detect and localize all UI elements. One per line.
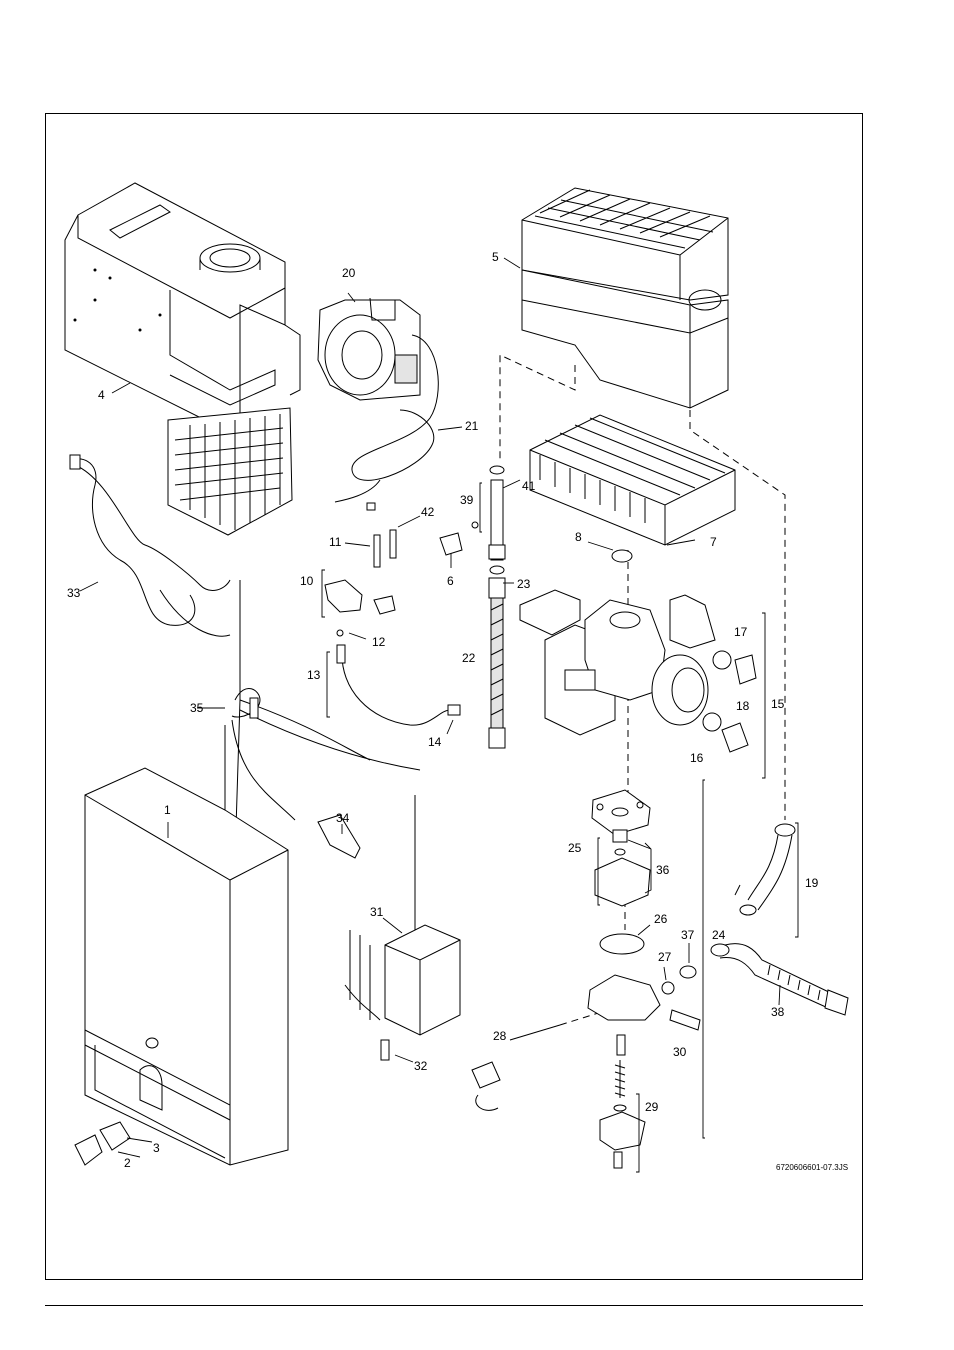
electrode-parts [325, 530, 460, 725]
callout-2: 2 [124, 1156, 131, 1170]
callout-12: 12 [372, 635, 386, 649]
grille-part [168, 408, 292, 535]
callout-10: 10 [300, 574, 314, 588]
casing-part [85, 768, 288, 1165]
callout-23: 23 [517, 577, 531, 591]
callout-38: 38 [771, 1005, 785, 1019]
reference-code: 6720606601-07.3JS [776, 1163, 848, 1172]
callout-16: 16 [690, 751, 704, 765]
solenoid-17 [735, 655, 756, 684]
callout-42: 42 [421, 505, 435, 519]
callout-32: 32 [414, 1059, 428, 1073]
callout-39: 39 [460, 493, 474, 507]
fan-hood-part [65, 183, 300, 420]
callout-15: 15 [771, 697, 785, 711]
callout-34: 34 [336, 811, 350, 825]
callout-20: 20 [342, 266, 356, 280]
callout-13: 13 [307, 668, 321, 682]
flexible-hose-part [489, 578, 505, 748]
callout-29: 29 [645, 1100, 659, 1114]
callout-19: 19 [805, 876, 819, 890]
callout-18: 18 [736, 699, 750, 713]
callout-37: 37 [681, 928, 695, 942]
callout-35: 35 [190, 701, 204, 715]
callout-4: 4 [98, 388, 105, 402]
braces [322, 483, 798, 1172]
callout-11: 11 [329, 535, 342, 549]
callout-33: 33 [67, 586, 81, 600]
fan-part [318, 298, 420, 400]
callout-8: 8 [575, 530, 582, 544]
fan-cable-plug [367, 503, 375, 510]
callout-31: 31 [370, 905, 384, 919]
callout-25: 25 [568, 841, 582, 855]
callout-22: 22 [462, 651, 476, 665]
gas-pipe-part [489, 466, 505, 574]
callout-30: 30 [673, 1045, 687, 1059]
pipe-parts [680, 824, 848, 1015]
callout-41: 41 [522, 479, 536, 493]
callout-27: 27 [658, 950, 672, 964]
callout-17: 17 [734, 625, 748, 639]
callout-3: 3 [153, 1141, 160, 1155]
callout-21: 21 [465, 419, 479, 433]
knob-part [75, 1122, 130, 1165]
seal-part [612, 550, 632, 562]
seal-18 [703, 713, 721, 731]
solenoid-18 [722, 723, 748, 752]
control-box-part [345, 795, 460, 1060]
callout-5: 5 [492, 250, 499, 264]
callout-26: 26 [654, 912, 668, 926]
callout-24: 24 [712, 928, 726, 942]
modulation-valve-part [652, 655, 708, 725]
callout-36: 36 [656, 863, 670, 877]
callout-14: 14 [428, 735, 442, 749]
heat-exchanger-part [522, 188, 728, 408]
callout-6: 6 [447, 574, 454, 588]
sensor-part [440, 522, 478, 555]
callout-1: 1 [164, 803, 171, 817]
burner-part [530, 415, 735, 545]
callout-7: 7 [710, 535, 717, 549]
seal-17 [713, 651, 731, 669]
callout-28: 28 [493, 1029, 507, 1043]
